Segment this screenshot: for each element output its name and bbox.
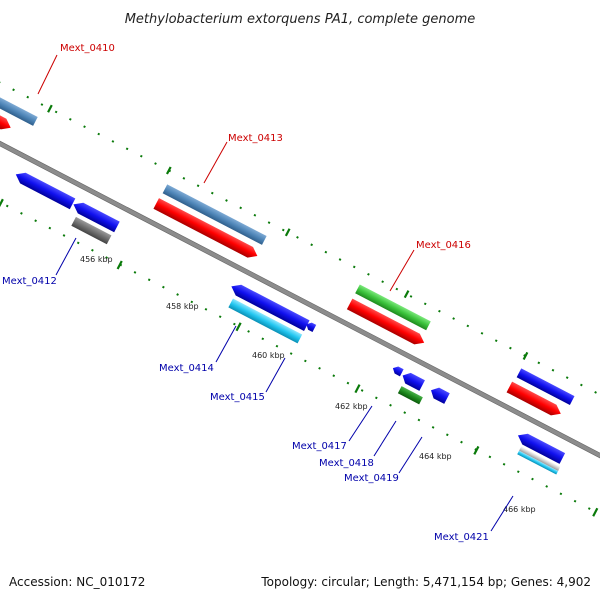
map-title: Methylobacterium extorquens PA1, complet… xyxy=(125,12,476,27)
gene-mext-0421-bar-2 xyxy=(517,450,559,475)
cds-forward-arrow xyxy=(506,381,561,416)
tick-track-outer xyxy=(0,51,600,437)
gene-label-mext-0413[interactable]: Mext_0413 xyxy=(228,133,283,144)
gene-label-mext-0415[interactable]: Mext_0415 xyxy=(210,392,265,403)
gene-label-mext-0412[interactable]: Mext_0412 xyxy=(2,276,57,287)
leader-line xyxy=(215,325,237,363)
leader-line xyxy=(55,237,77,276)
cds-reverse-arrow xyxy=(402,372,425,391)
tick-label: 458 kbp xyxy=(166,302,199,311)
cds-forward-arrow xyxy=(153,198,258,258)
leader-line xyxy=(348,405,373,442)
gene-mext-0410-bar xyxy=(0,73,38,126)
cds-reverse-arrow xyxy=(73,202,120,233)
cds-reverse-arrow xyxy=(517,433,566,464)
cds-forward-arrow xyxy=(346,298,425,345)
gene-steel-2 xyxy=(516,368,575,405)
gene-mext-0414-bar xyxy=(228,298,303,344)
accession-text: Accession: NC_010172 xyxy=(9,575,145,589)
cds-reverse-arrow xyxy=(392,366,404,377)
cds-reverse-arrow xyxy=(15,172,76,210)
leader-line xyxy=(490,495,514,532)
leader-line xyxy=(373,420,397,457)
gene-label-mext-0417[interactable]: Mext_0417 xyxy=(292,441,347,452)
gene-label-mext-0421[interactable]: Mext_0421 xyxy=(434,532,489,543)
gene-label-mext-0418[interactable]: Mext_0418 xyxy=(319,458,374,469)
gene-label-mext-0416[interactable]: Mext_0416 xyxy=(416,240,471,251)
gene-label-mext-0419[interactable]: Mext_0419 xyxy=(344,473,399,484)
genome-track xyxy=(0,51,600,531)
gene-mext-0412-bar xyxy=(71,216,112,245)
major-ticks xyxy=(0,104,599,517)
genome-summary-text: Topology: circular; Length: 5,471,154 bp… xyxy=(260,575,591,589)
tick-label: 466 kbp xyxy=(503,505,536,514)
gene-label-mext-0410[interactable]: Mext_0410 xyxy=(60,43,115,54)
leader-line xyxy=(398,436,423,474)
gene-mext-0418-bar xyxy=(397,386,423,405)
cds-reverse-arrow xyxy=(231,284,310,331)
cds-reverse-arrow xyxy=(306,322,317,332)
gene-mext-0421-bar xyxy=(519,446,561,471)
leader-line xyxy=(203,141,228,184)
leader-line xyxy=(265,357,286,393)
gene-mext-0413-bar xyxy=(162,184,267,245)
tick-label: 460 kbp xyxy=(252,351,285,360)
gene-mext-0416-bar xyxy=(355,284,431,331)
tick-label: 462 kbp xyxy=(335,402,368,411)
gene-label-mext-0414[interactable]: Mext_0414 xyxy=(159,363,214,374)
genome-backbone xyxy=(0,97,600,486)
tick-label: 464 kbp xyxy=(419,452,452,461)
cds-reverse-arrow xyxy=(431,387,450,404)
leader-line xyxy=(37,54,58,95)
leader-line xyxy=(389,249,415,292)
tick-label: 456 kbp xyxy=(80,255,113,264)
